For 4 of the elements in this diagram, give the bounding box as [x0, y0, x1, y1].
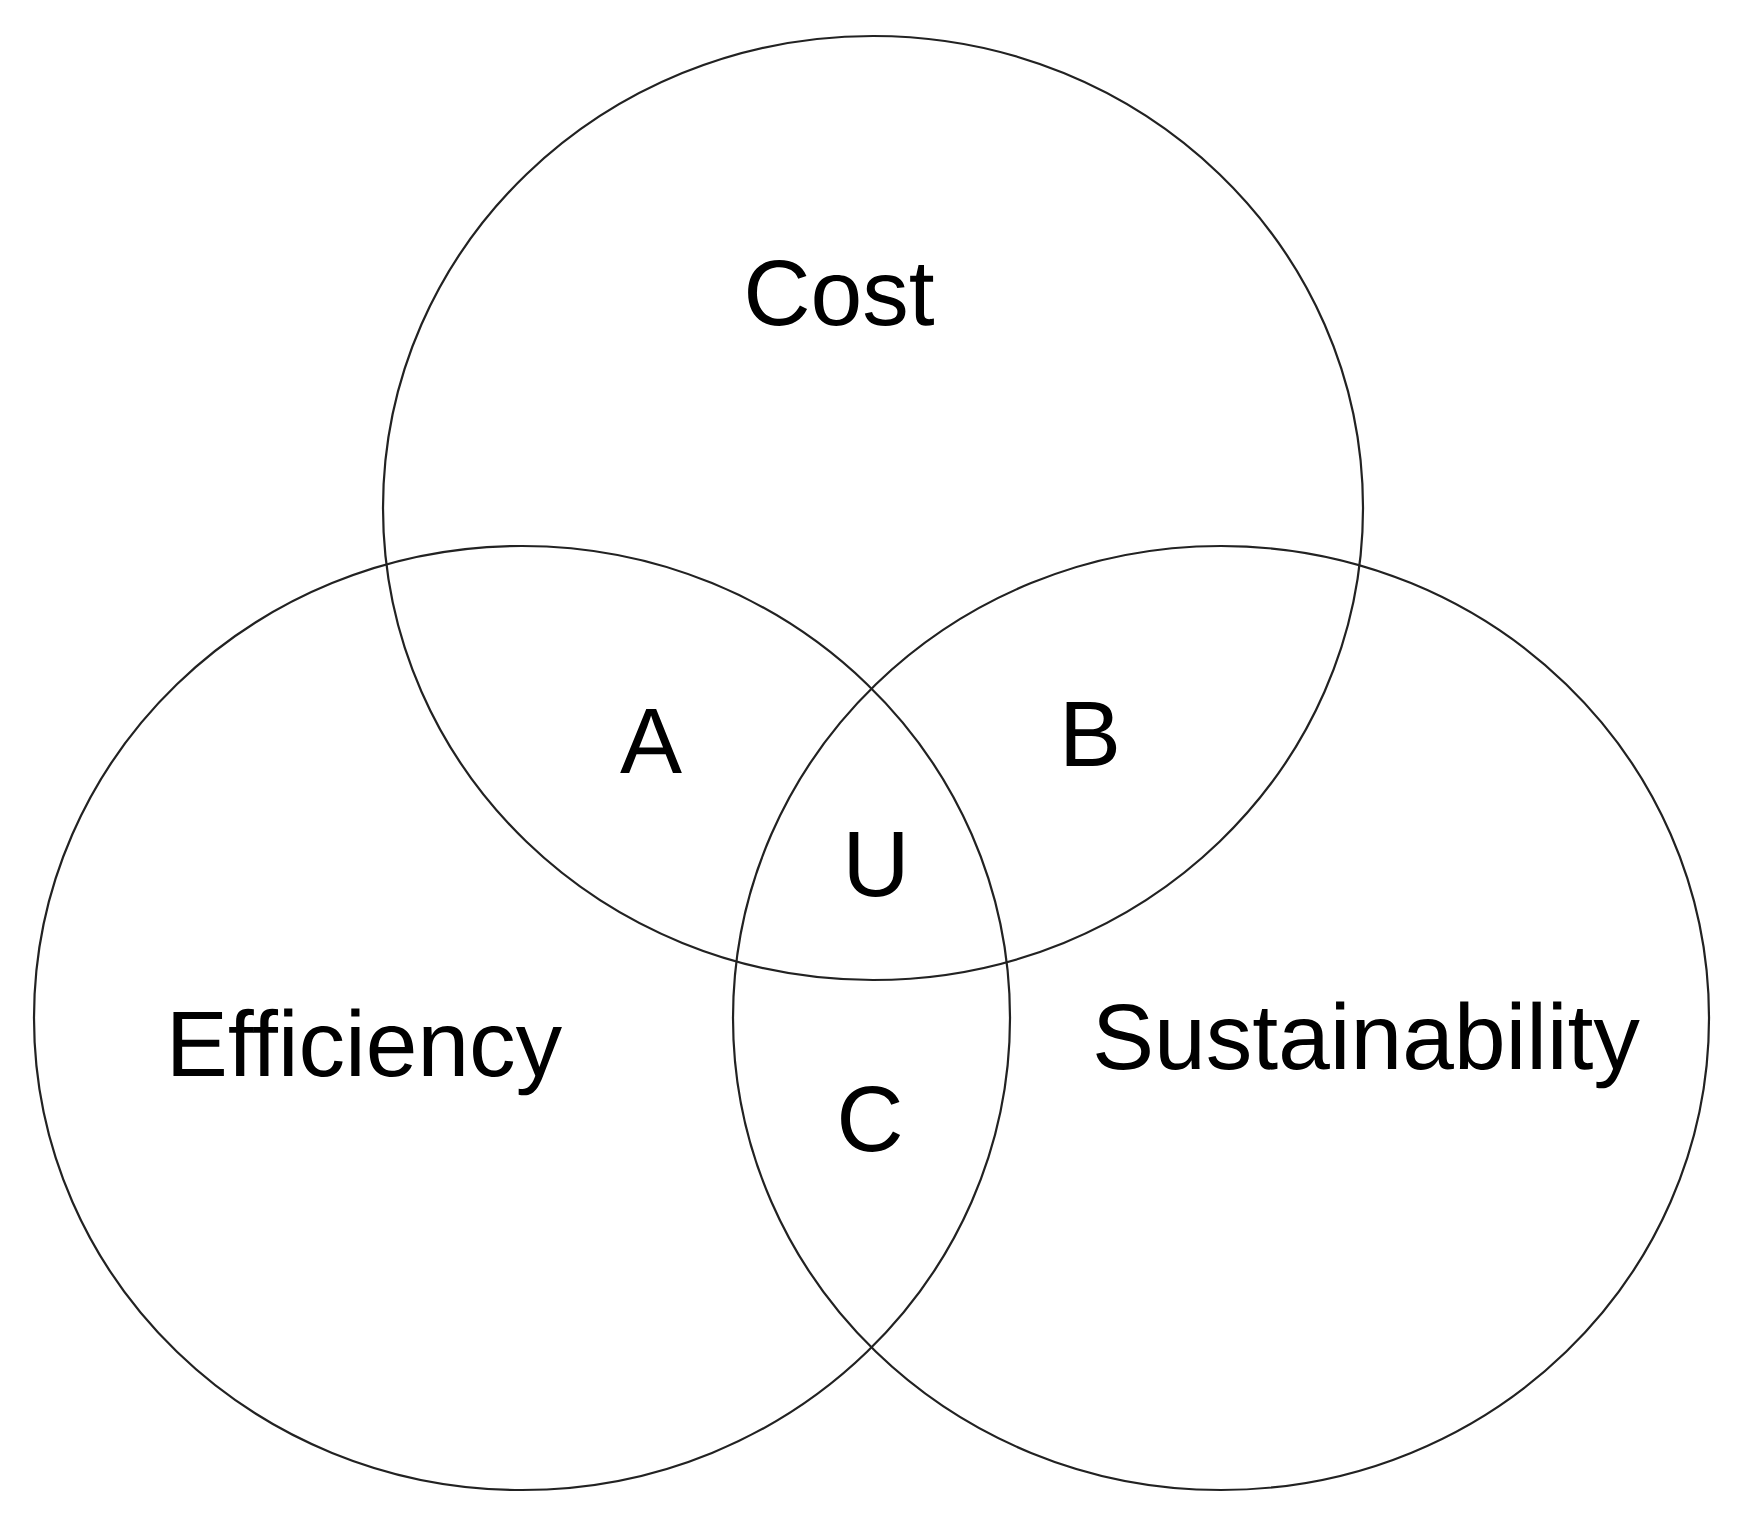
region-label: B — [1066, 702, 1117, 766]
region-label: C — [841, 1086, 901, 1152]
region-label: A — [620, 709, 682, 773]
region-label: U — [849, 832, 903, 897]
